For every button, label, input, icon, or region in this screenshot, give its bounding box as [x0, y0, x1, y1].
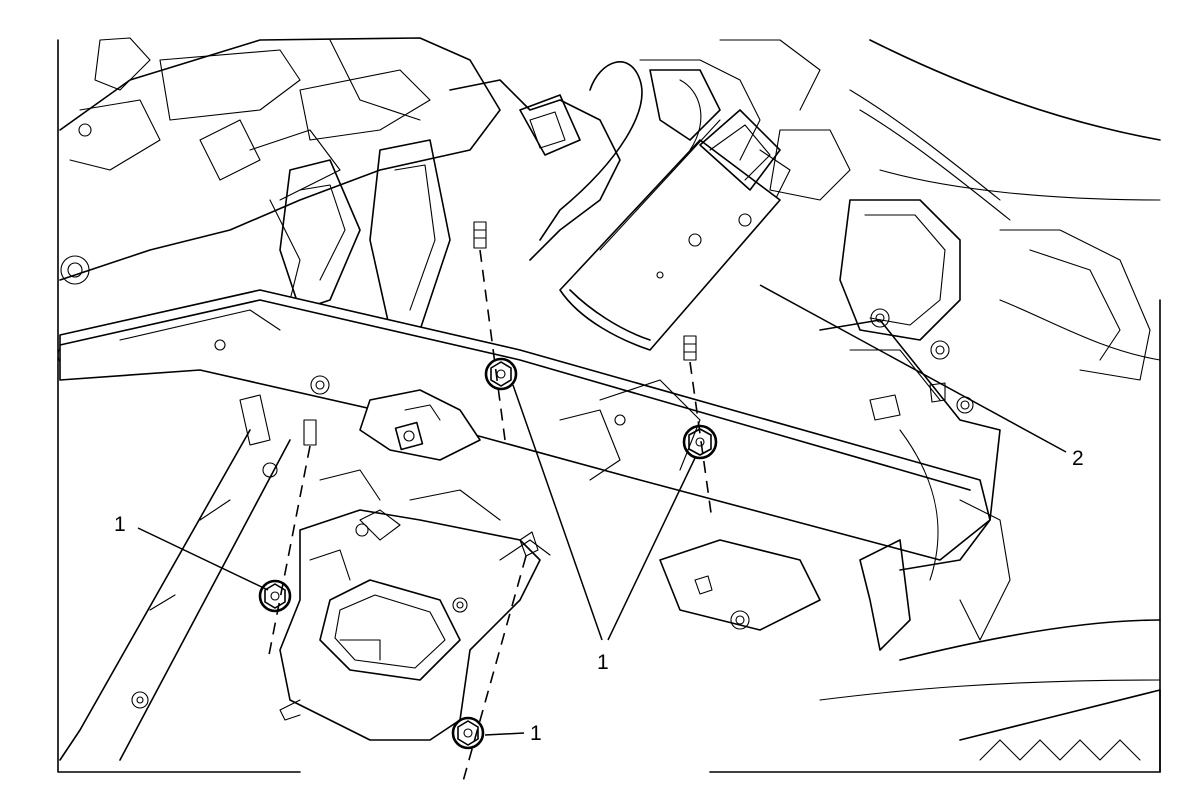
callout-1-left: 1 — [114, 513, 126, 536]
right-support-bracket — [559, 308, 1011, 651]
hex-flange-nut-bottom — [451, 716, 485, 750]
leader-1-center-b — [607, 457, 696, 641]
callout-1-bottom: 1 — [530, 722, 542, 745]
steering-column — [559, 109, 781, 351]
hex-flange-nut-right — [682, 424, 718, 460]
upper-wiring-harness — [449, 39, 1161, 381]
callout-1-center: 1 — [597, 651, 609, 674]
lower-right-trim — [819, 299, 1161, 773]
callout-2-right: 2 — [1072, 447, 1084, 470]
hex-flange-nut-center — [484, 357, 518, 391]
cross-car-beam — [59, 289, 991, 561]
lower-left-member — [59, 394, 291, 761]
leader-1-center-a — [512, 384, 603, 641]
hex-flange-nut-left — [258, 579, 292, 613]
leader-1-left — [137, 527, 269, 591]
leader-1-bottom — [484, 732, 525, 736]
mounting-studs — [267, 221, 713, 786]
lower-column-assembly — [279, 469, 551, 741]
callout-leaders — [137, 284, 1067, 736]
leader-2-right — [759, 284, 1067, 453]
